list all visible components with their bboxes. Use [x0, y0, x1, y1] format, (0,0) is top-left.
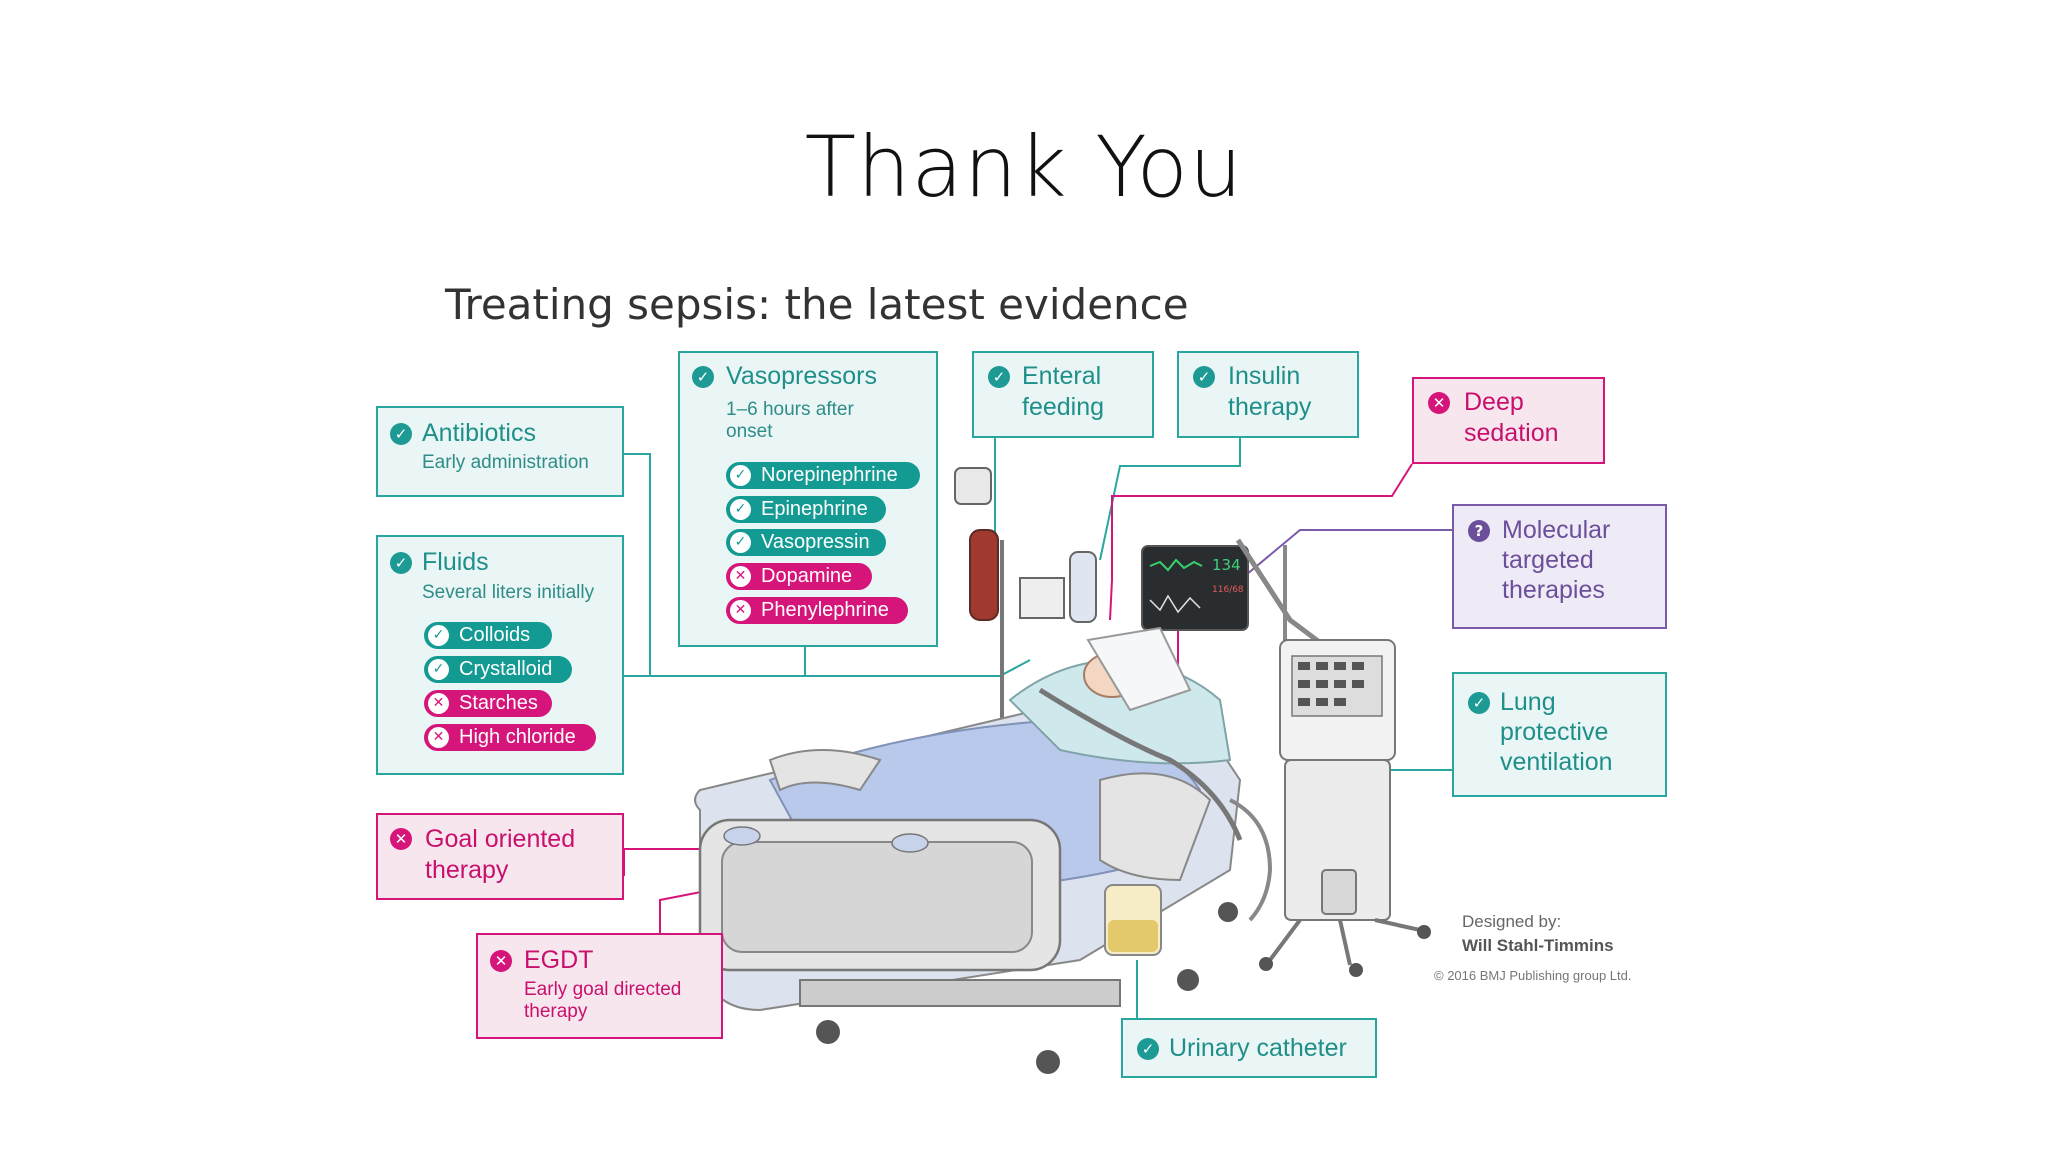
- x-circle-icon: ✕: [730, 600, 751, 621]
- egdt-heading: EGDT: [524, 946, 594, 974]
- enteral-feeding-box: ✓ Enteral feeding: [972, 351, 1154, 438]
- enteral-line-2: feeding: [1022, 393, 1105, 421]
- vasopressors-subtext-1: 1–6 hours after: [726, 399, 854, 420]
- pill-label: Vasopressin: [761, 531, 870, 553]
- pill-label: Crystalloid: [459, 658, 553, 680]
- pill-label: Phenylephrine: [761, 599, 889, 621]
- lung-line-3: ventilation: [1500, 748, 1613, 776]
- molecular-line-2: targeted: [1502, 546, 1594, 574]
- fluids-item-crystalloid: ✓ Crystalloid: [424, 656, 572, 683]
- antibiotics-box: ✓ Antibiotics Early administration: [376, 406, 624, 497]
- vasopressors-heading: Vasopressors: [726, 362, 877, 390]
- fluids-box: ✓ Fluids Several liters initially ✓ Collo…: [376, 535, 624, 775]
- check-circle-icon: ✓: [692, 366, 714, 388]
- vasopressor-dopamine: ✕ Dopamine: [726, 563, 872, 590]
- sedation-line-2: sedation: [1464, 419, 1559, 447]
- pill-label: High chloride: [459, 726, 576, 748]
- insulin-line-1: Insulin: [1228, 362, 1301, 390]
- egdt-subtext-2: therapy: [524, 1001, 588, 1022]
- vasopressor-epinephrine: ✓ Epinephrine: [726, 496, 886, 523]
- egdt-box: ✕ EGDT Early goal directed therapy: [476, 933, 723, 1039]
- credit-label: Designed by:: [1462, 912, 1562, 931]
- lung-line-1: Lung: [1500, 688, 1556, 716]
- goal-line-2: therapy: [425, 856, 509, 884]
- lung-ventilation-box: ✓ Lung protective ventilation: [1452, 672, 1667, 797]
- insulin-therapy-box: ✓ Insulin therapy: [1177, 351, 1359, 438]
- x-circle-icon: ✕: [490, 950, 512, 972]
- molecular-line-1: Molecular: [1502, 516, 1611, 544]
- pill-label: Colloids: [459, 624, 531, 646]
- monitor-heart-rate: 134: [1212, 556, 1241, 574]
- goal-line-1: Goal oriented: [425, 825, 576, 853]
- antibiotics-subtext: Early administration: [422, 452, 589, 473]
- pill-label: Starches: [459, 692, 538, 714]
- fluids-subtext: Several liters initially: [422, 582, 595, 603]
- antibiotics-heading: Antibiotics: [422, 419, 536, 447]
- vasopressor-norepinephrine: ✓ Norepinephrine: [726, 462, 920, 489]
- pill-label: Dopamine: [761, 565, 853, 587]
- fluids-heading: Fluids: [422, 548, 489, 576]
- check-circle-icon: ✓: [730, 499, 751, 520]
- check-circle-icon: ✓: [428, 659, 449, 680]
- goal-oriented-therapy-box: ✕ Goal oriented therapy: [376, 813, 624, 900]
- check-circle-icon: ✓: [988, 366, 1010, 388]
- check-circle-icon: ✓: [730, 532, 751, 553]
- molecular-therapies-box: ? Molecular targeted therapies: [1452, 504, 1667, 629]
- fluids-item-high-chloride: ✕ High chloride: [424, 724, 596, 751]
- check-circle-icon: ✓: [1137, 1038, 1159, 1060]
- check-circle-icon: ✓: [1193, 366, 1215, 388]
- lung-line-2: protective: [1500, 718, 1609, 746]
- check-circle-icon: ✓: [730, 465, 751, 486]
- figure-title: Treating sepsis: the latest evidence: [445, 280, 1189, 329]
- molecular-line-3: therapies: [1502, 576, 1605, 604]
- designer-credit: Designed by: Will Stahl-Timmins: [1462, 910, 1614, 958]
- x-circle-icon: ✕: [428, 693, 449, 714]
- pill-label: Norepinephrine: [761, 464, 898, 486]
- check-circle-icon: ✓: [1468, 692, 1490, 714]
- x-circle-icon: ✕: [1428, 392, 1450, 414]
- vasopressor-phenylephrine: ✕ Phenylephrine: [726, 597, 908, 624]
- check-circle-icon: ✓: [428, 625, 449, 646]
- check-circle-icon: ✓: [390, 552, 412, 574]
- slide-title: Thank You: [804, 118, 1244, 216]
- credit-name: Will Stahl-Timmins: [1462, 936, 1614, 955]
- vasopressor-vasopressin: ✓ Vasopressin: [726, 529, 886, 556]
- pill-label: Epinephrine: [761, 498, 868, 520]
- x-circle-icon: ✕: [730, 566, 751, 587]
- x-circle-icon: ✕: [428, 727, 449, 748]
- egdt-subtext-1: Early goal directed: [524, 979, 682, 1000]
- insulin-line-2: therapy: [1228, 393, 1312, 421]
- fluids-item-colloids: ✓ Colloids: [424, 622, 552, 649]
- deep-sedation-box: ✕ Deep sedation: [1412, 377, 1605, 464]
- copyright: © 2016 BMJ Publishing group Ltd.: [1434, 968, 1632, 983]
- vasopressors-subtext-2: onset: [726, 421, 773, 442]
- urinary-heading: Urinary catheter: [1169, 1034, 1347, 1062]
- x-circle-icon: ✕: [390, 828, 412, 850]
- sedation-line-1: Deep: [1464, 388, 1524, 416]
- fluids-item-starches: ✕ Starches: [424, 690, 552, 717]
- enteral-line-1: Enteral: [1022, 362, 1102, 390]
- vasopressors-box: ✓ Vasopressors 1–6 hours after onset ✓ No…: [678, 351, 938, 647]
- monitor-blood-pressure: 116/68: [1212, 585, 1244, 595]
- urinary-catheter-box: ✓ Urinary catheter: [1121, 1018, 1377, 1078]
- check-circle-icon: ✓: [390, 423, 412, 445]
- question-circle-icon: ?: [1468, 520, 1490, 542]
